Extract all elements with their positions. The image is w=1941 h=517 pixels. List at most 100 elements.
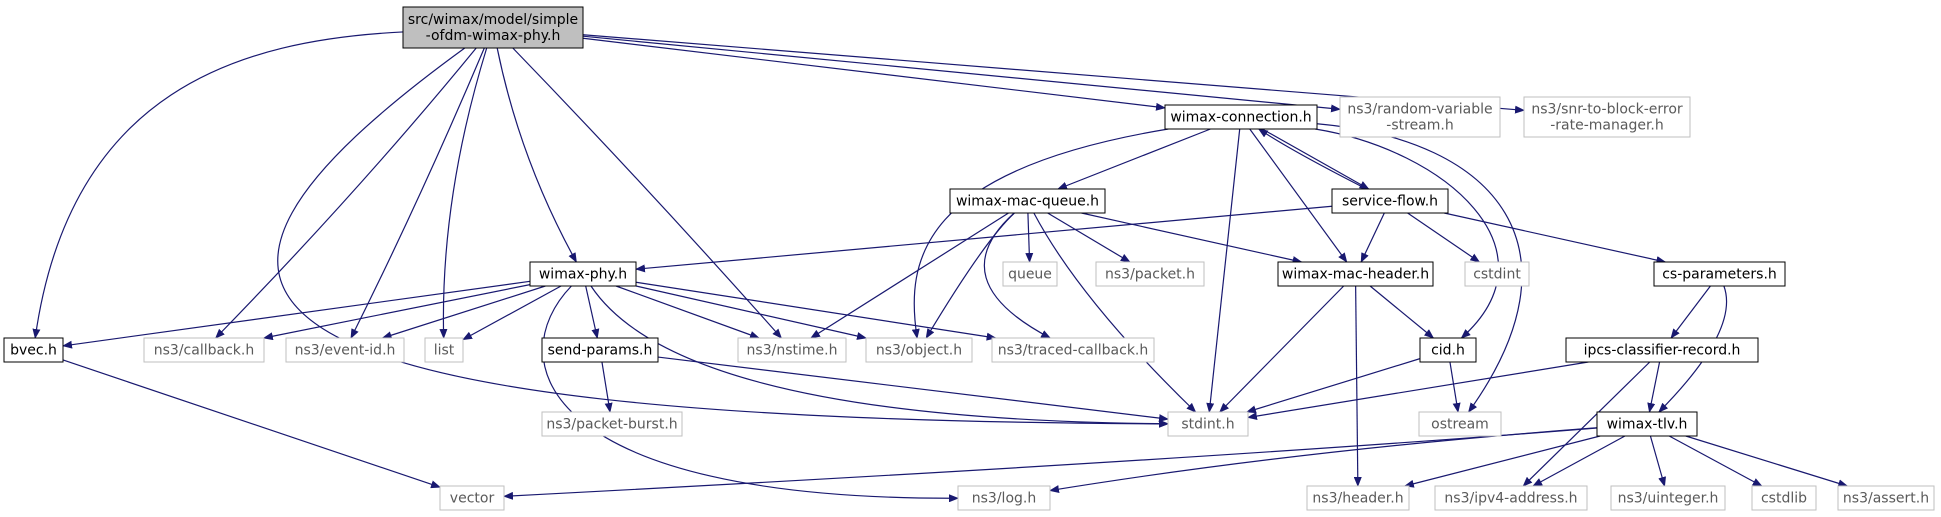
node-label-ns3-packet-burst-line-0: ns3/packet-burst.h — [546, 417, 677, 433]
node-label-snr-to-block-error-line-1: -rate-manager.h — [1550, 118, 1664, 134]
edge-wimax-phy-to-ns3-log — [542, 285, 959, 503]
node-label-list-line-0: list — [434, 343, 455, 359]
edge-wimax-phy-to-send-params — [585, 285, 600, 339]
edge-ipcs-classifier-record-to-wimax-tlv — [1647, 361, 1661, 413]
edge-send-params-to-ns3-packet-burst — [601, 361, 613, 413]
node-box-wimax-tlv — [1596, 411, 1698, 437]
edge-wimax-mac-queue-to-wimax-mac-header — [1081, 212, 1303, 264]
node-label-queue-line-0: queue — [1008, 267, 1052, 283]
node-label-bvec-line-0: bvec.h — [10, 343, 57, 359]
edge-service-flow-to-cstdint — [1407, 212, 1481, 263]
node-label-cid-line-0: cid.h — [1431, 343, 1465, 359]
node-label-ns3-log-line-0: ns3/log.h — [972, 491, 1036, 507]
edge-root-to-bvec — [32, 31, 404, 339]
edge-wimax-mac-header-to-stdint — [1219, 285, 1345, 413]
node-label-ns3-nstime-line-0: ns3/nstime.h — [747, 343, 838, 359]
node-service-flow[interactable]: service-flow.h — [1331, 188, 1449, 214]
edge-wimax-connection-to-service-flow — [1261, 128, 1370, 190]
node-label-root-line-1: -ofdm-wimax-phy.h — [426, 28, 561, 44]
node-box-root — [402, 6, 584, 49]
edge-wimax-tlv-to-ns3-ipv4-address — [1532, 435, 1626, 487]
node-send-params[interactable]: send-params.h — [541, 337, 659, 363]
node-ns3-ipv4-address: ns3/ipv4-address.h — [1434, 485, 1588, 511]
edge-wimax-connection-to-cid — [1315, 128, 1499, 339]
node-label-root-line-0: src/wimax/model/simple — [408, 12, 578, 28]
node-label-ns3-packet-line-0: ns3/packet.h — [1105, 267, 1195, 283]
node-ns3-uinteger: ns3/uinteger.h — [1610, 485, 1726, 511]
edge-wimax-tlv-to-ns3-uinteger — [1649, 435, 1666, 487]
node-box-ostream — [1418, 411, 1502, 437]
node-wimax-tlv[interactable]: wimax-tlv.h — [1596, 411, 1698, 437]
edge-wimax-mac-queue-to-ns3-packet — [1047, 212, 1131, 263]
node-bvec[interactable]: bvec.h — [3, 337, 64, 363]
node-list: list — [424, 337, 464, 363]
edge-wimax-mac-queue-to-ns3-nstime — [810, 212, 1009, 339]
node-label-cstdint-line-0: cstdint — [1473, 267, 1521, 283]
node-ns3-event-id: ns3/event-id.h — [285, 337, 405, 363]
node-label-snr-to-block-error-line-0: ns3/snr-to-block-error — [1531, 102, 1683, 118]
node-label-ns3-event-id-line-0: ns3/event-id.h — [295, 343, 396, 359]
edge-wimax-tlv-to-ns3-log — [1049, 427, 1598, 494]
edge-wimax-mac-queue-to-ns3-object — [925, 212, 1015, 339]
edge-service-flow-to-wimax-mac-header — [1360, 212, 1385, 263]
node-box-wimax-mac-queue — [949, 188, 1106, 214]
node-box-ns3-event-id — [285, 337, 405, 363]
node-ns3-packet: ns3/packet.h — [1095, 261, 1205, 287]
edge-cs-parameters-to-ipcs-classifier-record — [1670, 285, 1711, 339]
node-box-ns3-object — [865, 337, 973, 363]
node-box-ipcs-classifier-record — [1565, 337, 1759, 363]
node-ipcs-classifier-record[interactable]: ipcs-classifier-record.h — [1565, 337, 1759, 363]
edge-ipcs-classifier-record-to-stdint — [1247, 361, 1589, 420]
node-ns3-assert: ns3/assert.h — [1837, 485, 1935, 511]
node-wimax-mac-queue[interactable]: wimax-mac-queue.h — [949, 188, 1106, 214]
node-ns3-object: ns3/object.h — [865, 337, 973, 363]
edge-root-to-random-variable-stream — [582, 35, 1341, 113]
node-wimax-phy[interactable]: wimax-phy.h — [529, 261, 637, 287]
node-ns3-header: ns3/header.h — [1306, 485, 1410, 511]
node-label-wimax-tlv-line-0: wimax-tlv.h — [1607, 417, 1688, 433]
node-label-ns3-traced-callback-line-0: ns3/traced-callback.h — [998, 343, 1149, 359]
node-label-send-params-line-0: send-params.h — [548, 343, 653, 359]
node-queue: queue — [1002, 261, 1058, 287]
node-box-ns3-packet-burst — [541, 411, 683, 437]
node-box-service-flow — [1331, 188, 1449, 214]
edge-root-to-ns3-event-id — [350, 47, 485, 339]
edge-service-flow-to-wimax-connection — [1257, 128, 1367, 190]
node-wimax-connection[interactable]: wimax-connection.h — [1164, 104, 1318, 130]
edge-ipcs-classifier-record-to-ns3-ipv4-address — [1522, 361, 1651, 487]
node-label-cs-parameters-line-0: cs-parameters.h — [1662, 267, 1777, 283]
edge-cid-to-ostream — [1449, 361, 1461, 413]
node-box-stdint — [1167, 411, 1249, 437]
edges-layer — [32, 31, 1849, 503]
node-wimax-mac-header[interactable]: wimax-mac-header.h — [1277, 261, 1434, 287]
edge-root-to-ns3-nstime — [512, 47, 783, 339]
edge-root-to-wimax-connection — [582, 37, 1166, 111]
node-box-ns3-traced-callback — [991, 337, 1155, 363]
edge-wimax-mac-queue-to-stdint — [1033, 212, 1197, 413]
node-label-ns3-uinteger-line-0: ns3/uinteger.h — [1618, 491, 1719, 507]
node-box-vector — [439, 485, 505, 511]
node-box-random-variable-stream — [1339, 96, 1501, 138]
edge-wimax-connection-to-stdint — [1206, 128, 1241, 413]
node-label-ostream-line-0: ostream — [1431, 417, 1489, 433]
edge-root-to-ns3-callback — [215, 47, 477, 339]
edge-send-params-to-stdint — [657, 356, 1169, 423]
node-label-ipcs-classifier-record-line-0: ipcs-classifier-record.h — [1584, 343, 1741, 359]
node-box-ns3-packet — [1095, 261, 1205, 287]
node-label-vector-line-0: vector — [450, 491, 495, 507]
edge-bvec-to-vector — [62, 359, 441, 489]
edge-wimax-phy-to-list — [462, 285, 562, 341]
node-box-queue — [1002, 261, 1058, 287]
node-root[interactable]: src/wimax/model/simple-ofdm-wimax-phy.h — [402, 6, 584, 49]
node-cid[interactable]: cid.h — [1419, 337, 1477, 363]
node-ns3-log: ns3/log.h — [957, 485, 1051, 511]
edge-wimax-phy-to-bvec — [62, 280, 531, 349]
node-ns3-packet-burst: ns3/packet-burst.h — [541, 411, 683, 437]
node-label-ns3-assert-line-0: ns3/assert.h — [1843, 491, 1929, 507]
node-cs-parameters[interactable]: cs-parameters.h — [1653, 261, 1786, 287]
node-box-wimax-mac-header — [1277, 261, 1434, 287]
node-label-ns3-ipv4-address-line-0: ns3/ipv4-address.h — [1444, 491, 1577, 507]
node-box-ns3-log — [957, 485, 1051, 511]
edge-wimax-tlv-to-ns3-header — [1403, 435, 1601, 488]
node-label-wimax-mac-queue-line-0: wimax-mac-queue.h — [956, 194, 1099, 210]
